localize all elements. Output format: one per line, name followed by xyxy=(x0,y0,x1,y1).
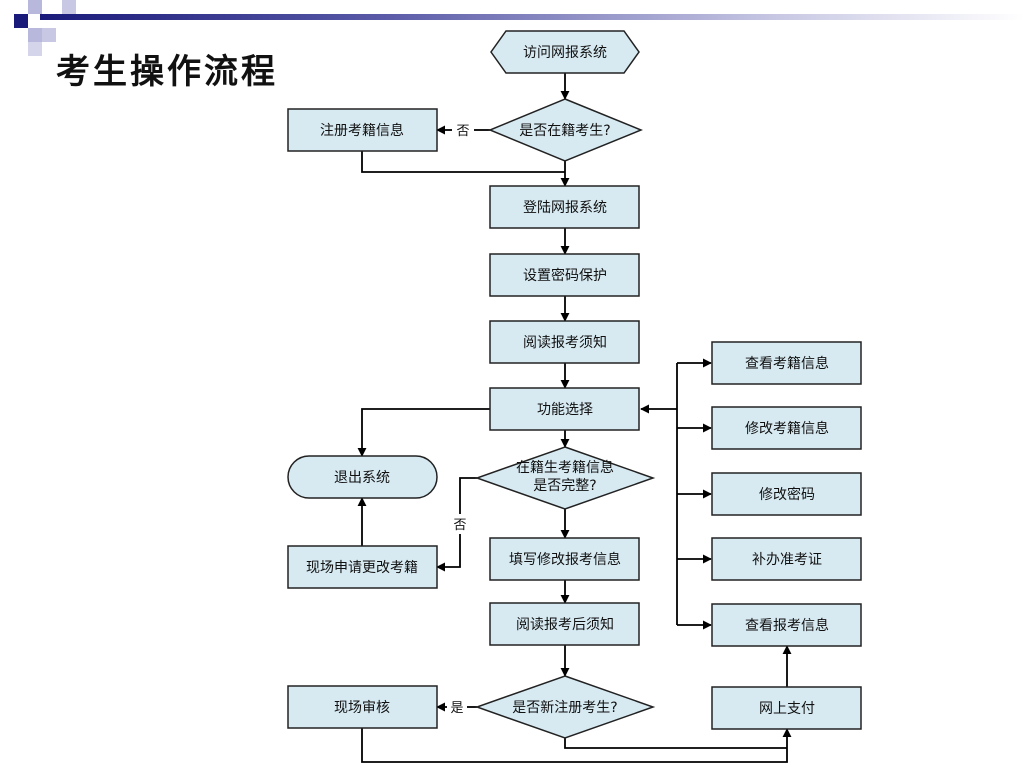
edges xyxy=(357,73,792,763)
node-onsite-review-shape xyxy=(287,685,438,729)
node-onsite-change-shape xyxy=(287,545,438,589)
node-login-label: 登陆网报系统 xyxy=(523,200,607,216)
node-login: 登陆网报系统 xyxy=(489,185,640,229)
corner-square-light-3 xyxy=(42,28,56,42)
node-view-exam: 查看报考信息 xyxy=(711,603,862,647)
node-in-reg-label: 是否在籍考生? xyxy=(519,122,610,139)
node-edit-reg: 修改考籍信息 xyxy=(711,406,862,450)
edge-complete-to-onsitechange xyxy=(436,534,461,572)
node-after-notice-label: 阅读报考后须知 xyxy=(516,616,614,633)
node-visit: 访问网报系统 xyxy=(490,30,640,74)
node-in-reg: 是否在籍考生? xyxy=(488,98,643,162)
node-onsite-review: 现场审核 xyxy=(287,685,438,729)
node-view-exam-label: 查看报考信息 xyxy=(745,617,829,634)
node-reissue: 补办准考证 xyxy=(711,537,862,581)
node-pwd: 设置密码保护 xyxy=(489,253,640,297)
edge-register-to-login xyxy=(361,151,565,173)
node-after-notice: 阅读报考后须知 xyxy=(489,602,640,646)
node-after-notice-shape xyxy=(489,602,640,646)
node-register: 注册考籍信息 xyxy=(287,108,438,152)
node-notice-shape xyxy=(489,320,640,364)
node-notice: 阅读报考须知 xyxy=(489,320,640,364)
node-pwd-shape xyxy=(489,253,640,297)
node-register-label: 注册考籍信息 xyxy=(320,122,404,139)
node-fill-shape xyxy=(489,537,640,581)
node-pay-shape xyxy=(711,686,862,730)
node-fill: 填写修改报考信息 xyxy=(489,537,640,581)
node-reissue-label: 补办准考证 xyxy=(752,552,822,568)
corner-square-light-4 xyxy=(28,42,42,56)
node-view-reg: 查看考籍信息 xyxy=(711,341,862,385)
node-login-shape xyxy=(489,185,640,229)
node-complete-shape xyxy=(474,446,656,510)
node-exit-label: 退出系统 xyxy=(334,470,390,486)
node-visit-shape xyxy=(490,30,640,74)
edge-onsitereview-to-pay xyxy=(361,728,792,763)
node-edit-pwd: 修改密码 xyxy=(711,472,862,516)
corner-square-light-2 xyxy=(28,28,42,42)
node-view-reg-shape xyxy=(711,341,862,385)
node-notice-label: 阅读报考须知 xyxy=(523,334,607,351)
corner-square-dark-1 xyxy=(14,14,28,28)
node-pay-label: 网上支付 xyxy=(759,701,815,717)
node-func: 功能选择 xyxy=(489,387,640,431)
corner-square-light-5 xyxy=(62,0,76,14)
node-exit: 退出系统 xyxy=(287,455,438,499)
node-in-reg-shape xyxy=(488,98,643,162)
node-pay: 网上支付 xyxy=(711,686,862,730)
edge-newreg-to-pay xyxy=(564,738,787,749)
node-edit-pwd-label: 修改密码 xyxy=(759,486,815,503)
node-exit-shape xyxy=(287,455,438,499)
node-complete: 在籍生考籍信息 是否完整? xyxy=(474,446,656,510)
node-view-exam-shape xyxy=(711,603,862,647)
node-reissue-shape xyxy=(711,537,862,581)
slide-title: 考生操作流程 xyxy=(56,52,278,92)
header-gradient-bar xyxy=(40,14,1024,20)
node-pwd-label: 设置密码保护 xyxy=(523,267,607,284)
edge-func-to-exit xyxy=(357,408,490,457)
node-edit-reg-shape xyxy=(711,406,862,450)
node-func-label: 功能选择 xyxy=(537,402,593,418)
edge-label-no-2: 否 xyxy=(453,518,466,533)
node-edit-pwd-shape xyxy=(711,472,862,516)
node-new-reg: 是否新注册考生? xyxy=(474,675,656,739)
node-complete-label-1: 在籍生考籍信息 xyxy=(516,459,614,476)
edge-label-yes-1: 是 xyxy=(450,701,463,716)
node-register-shape xyxy=(287,108,438,152)
node-onsite-change: 现场申请更改考籍 xyxy=(287,545,438,589)
node-func-shape xyxy=(489,387,640,431)
node-edit-reg-label: 修改考籍信息 xyxy=(745,420,829,437)
node-onsite-review-label: 现场审核 xyxy=(334,700,390,716)
node-onsite-change-label: 现场申请更改考籍 xyxy=(306,559,418,576)
node-new-reg-label: 是否新注册考生? xyxy=(512,700,617,716)
node-complete-label-2: 是否完整? xyxy=(533,478,596,494)
corner-square-light-1 xyxy=(28,0,42,14)
node-new-reg-shape xyxy=(474,675,656,739)
node-view-reg-label: 查看考籍信息 xyxy=(745,355,829,372)
node-visit-label: 访问网报系统 xyxy=(523,45,607,61)
node-fill-label: 填写修改报考信息 xyxy=(509,551,621,568)
edge-label-no-1: 否 xyxy=(456,124,469,139)
edge-complete-no-stub xyxy=(459,477,477,514)
